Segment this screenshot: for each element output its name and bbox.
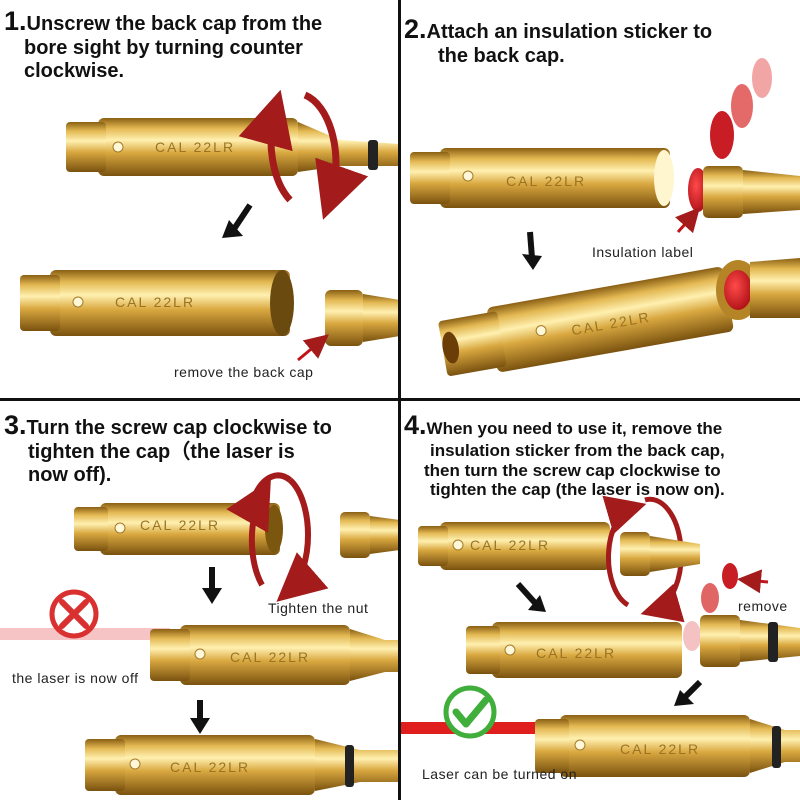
counter-clockwise-arrows <box>238 89 369 220</box>
tighten-nut-caption: Tighten the nut <box>268 600 369 616</box>
engraving-bottom: CAL 22LR <box>115 294 195 310</box>
step-2-panel: CAL 22LR CAL 22LR 2.Attach an insulation… <box>400 0 800 400</box>
remove-back-cap-caption: remove the back cap <box>174 364 314 380</box>
down-arrow-1 <box>515 581 539 607</box>
engraving-top: CAL 22LR <box>155 139 235 155</box>
step-2-title: 2.Attach an insulation sticker to the ba… <box>404 14 713 68</box>
screw-cap-middle <box>700 615 800 667</box>
engraving-middle: CAL 22LR <box>230 649 310 665</box>
step-1-title: 1.Unscrew the back cap from the bore sig… <box>4 6 323 83</box>
step-4-panel: CAL 22LR CAL 22LR <box>400 400 800 800</box>
engraving-top: CAL 22LR <box>470 537 550 553</box>
engraving-middle: CAL 22LR <box>536 645 616 661</box>
engraving-top: CAL 22LR <box>506 173 586 189</box>
step-3-title: 3.Turn the screw cap clockwise to tighte… <box>4 410 332 487</box>
back-cap-end <box>716 258 800 320</box>
screw-cap-top <box>620 532 700 576</box>
engraving-bottom: CAL 22LR <box>170 759 250 775</box>
insulation-label-caption: Insulation label <box>592 244 694 260</box>
engraving-top: CAL 22LR <box>140 517 220 533</box>
engraving-bottom: CAL 22LR <box>620 741 700 757</box>
step-4-illustration: CAL 22LR CAL 22LR <box>400 495 800 777</box>
laser-on-caption: Laser can be turned on <box>422 766 577 782</box>
remove-caption: remove <box>738 598 788 614</box>
back-cap-with-sticker <box>688 166 800 218</box>
step-1-panel: CAL 22LR CAL 22LR 1.Unscrew the back cap… <box>0 0 400 400</box>
bore-sight-shell-top <box>410 148 674 208</box>
removed-stickers <box>683 563 738 651</box>
step-3-panel: CAL 22LR CAL 22LR <box>0 400 400 800</box>
screw-cap <box>340 512 400 558</box>
bore-sight-shell-middle <box>466 622 682 678</box>
cross-icon <box>49 589 99 639</box>
bore-sight-shell-bottom <box>438 267 734 376</box>
check-icon <box>443 685 497 739</box>
bore-sight-assembled-bottom <box>85 735 400 795</box>
clockwise-arrows <box>226 472 329 602</box>
bore-sight-assembled-bottom <box>535 715 800 777</box>
step-1-illustration: CAL 22LR CAL 22LR <box>20 89 400 362</box>
laser-off-caption: the laser is now off <box>12 670 139 686</box>
step-3-illustration: CAL 22LR CAL 22LR <box>0 472 400 795</box>
step-4-title: 4.When you need to use it, remove the in… <box>404 410 725 500</box>
horizontal-divider <box>0 398 800 401</box>
insulation-stickers <box>710 58 772 159</box>
bore-sight-assembled-middle <box>150 625 400 685</box>
bore-sight-shell <box>20 270 294 336</box>
down-arrow <box>527 231 535 259</box>
step-2-illustration: CAL 22LR CAL 22LR <box>410 58 800 376</box>
bore-sight-shell-top <box>418 522 610 570</box>
back-cap <box>325 290 400 346</box>
